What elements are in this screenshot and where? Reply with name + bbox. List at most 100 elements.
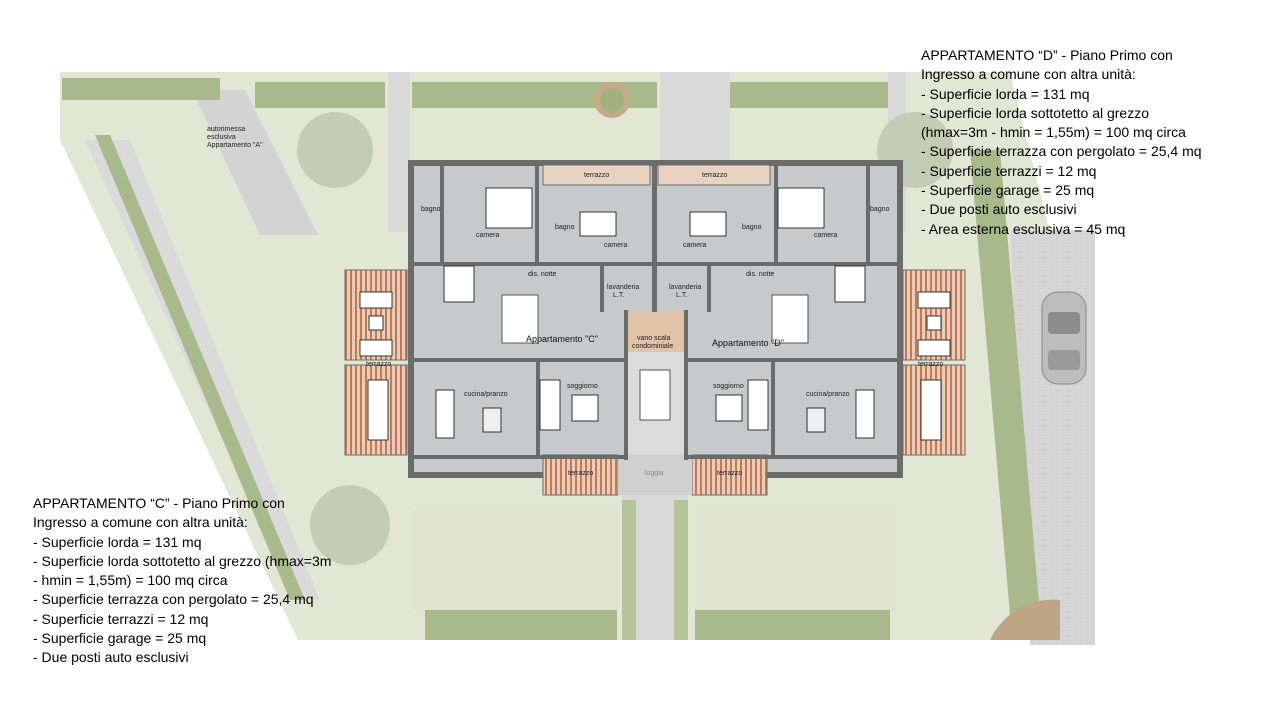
sofa — [359, 339, 393, 357]
label-camera-3: camera — [683, 242, 706, 249]
terrace-top-d — [657, 164, 771, 186]
label-garage-a-1: autorimessa — [207, 126, 245, 133]
label-bagno-4: bagno — [870, 206, 890, 213]
hedge — [674, 500, 688, 640]
apartment-d-line: Ingresso a comune con altra unità: — [921, 66, 1136, 83]
planter-curve — [990, 599, 1060, 640]
loggia — [618, 455, 692, 495]
hedge — [255, 82, 385, 108]
bed — [485, 187, 533, 229]
interior-walls — [414, 166, 897, 460]
stair-hall-floor — [628, 312, 684, 352]
label-dis-notte-d: dis. notte — [746, 271, 775, 278]
garage-a-area — [192, 90, 318, 235]
hedge — [62, 78, 220, 100]
apartment-c-line: - Superficie lorda sottotetto al grezzo … — [33, 552, 332, 569]
bed — [443, 265, 475, 303]
terrace-top-c — [542, 164, 651, 186]
bed — [834, 265, 866, 303]
hedge — [622, 500, 636, 640]
label-lavanderia-d-1: lavanderia — [669, 284, 701, 291]
apartment-d-line: - Superficie terrazzi = 12 mq — [921, 162, 1097, 179]
hedge — [425, 610, 617, 640]
label-terrazzo-top-d: terrazzo — [702, 172, 727, 179]
hedge — [730, 82, 900, 108]
dining-table — [435, 389, 455, 439]
label-camera-2: camera — [604, 242, 627, 249]
hob — [482, 407, 502, 433]
tree — [310, 485, 390, 565]
label-bagno-1: bagno — [421, 206, 441, 213]
stairs-d — [771, 294, 809, 344]
apartment-c-line: APPARTAMENTO “C” - Piano Primo con — [33, 495, 285, 511]
apartment-d-description: APPARTAMENTO “D” - Piano Primo con Ingre… — [921, 46, 1202, 239]
apartment-c-line: - Superficie lorda = 131 mq — [33, 533, 202, 550]
label-bagno-3: bagno — [742, 224, 762, 231]
sofa — [571, 394, 599, 422]
hedge — [95, 135, 305, 600]
label-terrazzo-bottom-d: terrazzo — [717, 470, 742, 477]
apartment-c-line: - hmin = 1,55m) = 100 mq circa — [33, 572, 228, 589]
planter — [600, 88, 624, 112]
path — [388, 72, 410, 232]
label-garage-a-3: Appartamento "A" — [207, 142, 263, 149]
sofa — [917, 339, 951, 357]
sofa — [715, 394, 743, 422]
apartment-d-line: - Superficie terrazza con pergolato = 25… — [921, 143, 1202, 160]
label-appartamento-d: Appartamento "D" — [712, 338, 784, 348]
label-dis-notte-c: dis. notte — [528, 271, 557, 278]
apartment-d-line: - Superficie garage = 25 mq — [921, 182, 1095, 199]
hedge — [970, 150, 1040, 615]
label-cucina-d: cucina/pranzo — [806, 391, 850, 398]
terrace-bottom-c — [542, 454, 619, 496]
apartment-d-line: (hmax=3m - hmin = 1,55m) = 100 mq circa — [921, 124, 1186, 141]
apartment-c-line: - Superficie terrazzi = 12 mq — [33, 610, 209, 627]
label-camera-1: camera — [476, 232, 499, 239]
table — [367, 379, 389, 441]
apartment-c-line: Ingresso a comune con altra unità: — [33, 514, 248, 531]
sofa — [747, 379, 769, 431]
apartment-d-line: - Area esterna esclusiva = 45 mq — [921, 220, 1126, 237]
apartment-d-line: APPARTAMENTO “D” - Piano Primo con — [921, 47, 1173, 63]
label-terrazzo-bottom-c: terrazzo — [568, 470, 593, 477]
label-soggiorno-d: soggiorno — [713, 383, 744, 390]
apartment-c-line: - Due posti auto esclusivi — [33, 649, 189, 666]
label-vano-scala-2: condominiale — [632, 343, 673, 350]
label-bagno-2: bagno — [555, 224, 575, 231]
label-terrazzo-pergola-d: terrazzo — [918, 361, 943, 368]
hedge — [695, 610, 890, 640]
stairs — [639, 369, 671, 421]
label-soggiorno-c: soggiorno — [567, 383, 598, 390]
apartment-d-line: - Due posti auto esclusivi — [921, 201, 1077, 218]
label-lavanderia-c-2: L.T. — [613, 292, 624, 299]
label-vano-scala-1: vano scala — [637, 335, 671, 342]
label-lavanderia-d-2: L.T. — [676, 292, 687, 299]
coffee-table — [368, 315, 384, 331]
lawn-block — [412, 510, 617, 610]
lawn-block — [695, 510, 895, 610]
sofa — [539, 379, 561, 431]
central-entrance-top — [660, 72, 730, 162]
tree — [297, 112, 373, 188]
sofa — [917, 291, 951, 309]
label-appartamento-c: Appartamento "C" — [526, 334, 598, 344]
label-garage-a-2: esclusiva — [207, 134, 236, 141]
coffee-table — [926, 315, 942, 331]
car — [1041, 291, 1087, 385]
apartment-d-line: - Superficie lorda sottotetto al grezzo — [921, 104, 1150, 121]
stairs-c — [501, 294, 539, 344]
label-camera-4: camera — [814, 232, 837, 239]
hob — [806, 407, 826, 433]
bed — [579, 211, 617, 237]
label-terrazzo-top-c: terrazzo — [584, 172, 609, 179]
label-lavanderia-c-1: lavanderia — [607, 284, 639, 291]
label-loggia: loggia — [645, 470, 664, 477]
dining-table — [855, 389, 875, 439]
sofa — [359, 291, 393, 309]
apartment-c-description: APPARTAMENTO “C” - Piano Primo con Ingre… — [33, 494, 331, 668]
label-terrazzo-pergola-c: terrazzo — [366, 361, 391, 368]
label-cucina-c: cucina/pranzo — [464, 391, 508, 398]
bed — [777, 187, 825, 229]
apartment-c-line: - Superficie terrazza con pergolato = 25… — [33, 591, 314, 608]
